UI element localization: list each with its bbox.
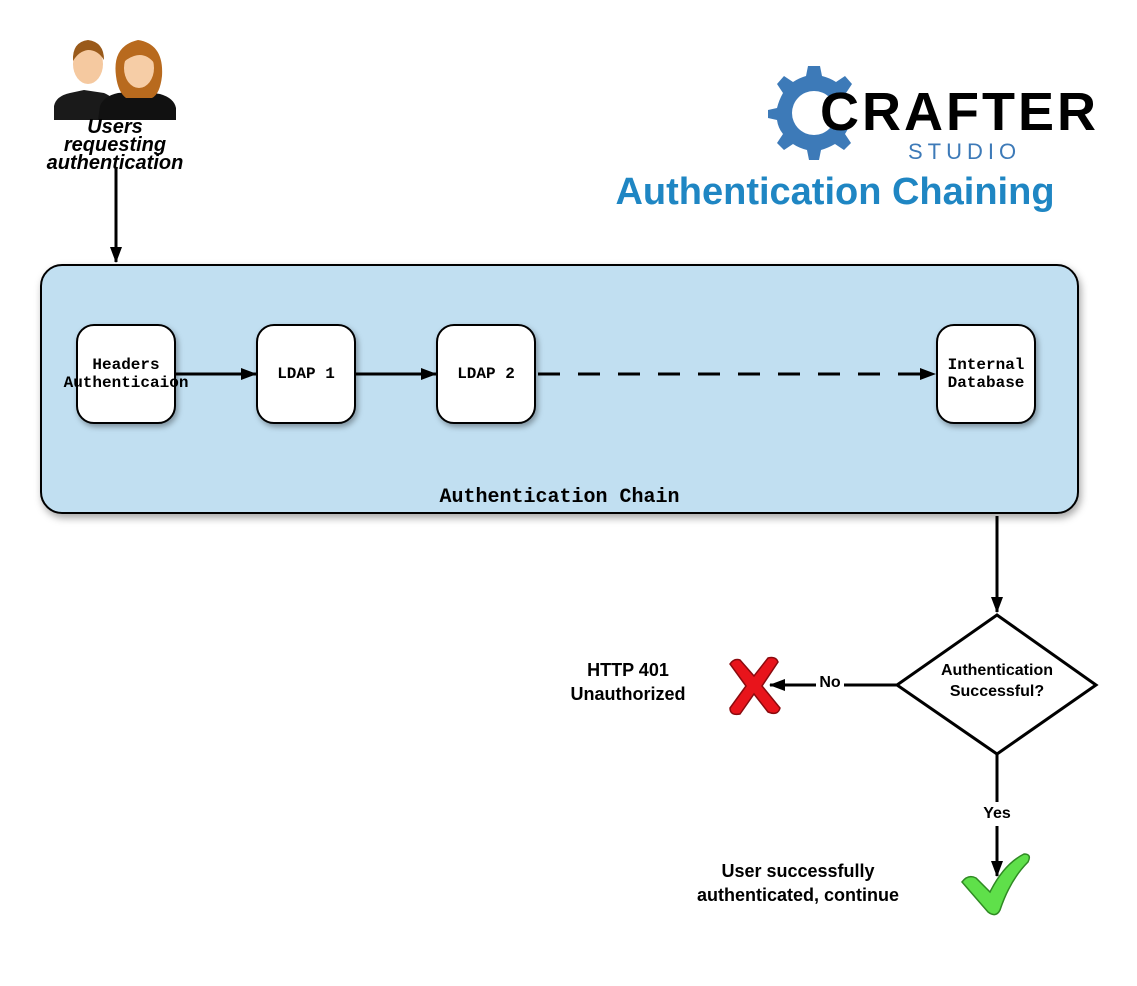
success-line-1: User successfully	[721, 861, 875, 881]
chain-node-ldap-2-label: LDAP 2	[457, 365, 515, 383]
success-label: User successfully authenticated, continu…	[668, 859, 928, 907]
users-label-line-1: Users	[87, 116, 143, 138]
green-check-icon	[961, 853, 1031, 916]
page-title: Authentication Chaining	[615, 171, 1055, 213]
failure-line-2: Unauthorized	[570, 684, 686, 704]
no-label: No	[819, 674, 841, 691]
users-label-line-3: authentication	[46, 152, 184, 174]
users-group-icon	[54, 40, 176, 120]
red-x-icon	[729, 656, 781, 716]
chain-node-ldap-1[interactable]: LDAP 1	[256, 324, 356, 424]
failure-label: HTTP 401 Unauthorized	[548, 658, 708, 706]
yes-label: Yes	[983, 805, 1011, 822]
chain-node-headers-line-1: Headers	[92, 356, 160, 374]
authentication-chain-box	[40, 264, 1079, 514]
users-label: Users requesting authentication	[20, 116, 210, 174]
failure-line-1: HTTP 401	[587, 660, 669, 680]
decision-line-1: Authentication	[941, 662, 1053, 679]
brand-product: STUDIO	[908, 139, 1022, 164]
chain-node-headers-line-2: Authenticaion	[63, 374, 189, 392]
decision-label: Authentication Successful?	[897, 660, 1097, 702]
no-label-bg	[816, 673, 844, 695]
chain-node-internal-database[interactable]: Internal Database	[936, 324, 1036, 424]
success-line-2: authenticated, continue	[696, 885, 900, 905]
chain-node-ldap-1-label: LDAP 1	[277, 365, 335, 383]
crafter-gear-icon	[768, 66, 858, 160]
authentication-chain-label: Authentication Chain	[439, 486, 680, 509]
brand-name: CRAFTER	[820, 82, 1099, 142]
users-label-line-2: requesting	[63, 134, 167, 156]
chain-node-internal-line-2: Database	[947, 374, 1025, 392]
yes-label-bg	[980, 802, 1014, 826]
decision-line-2: Successful?	[949, 683, 1045, 700]
chain-node-headers[interactable]: Headers Authenticaion	[64, 324, 188, 424]
chain-node-internal-line-1: Internal	[947, 356, 1025, 374]
chain-node-ldap-2[interactable]: LDAP 2	[436, 324, 536, 424]
